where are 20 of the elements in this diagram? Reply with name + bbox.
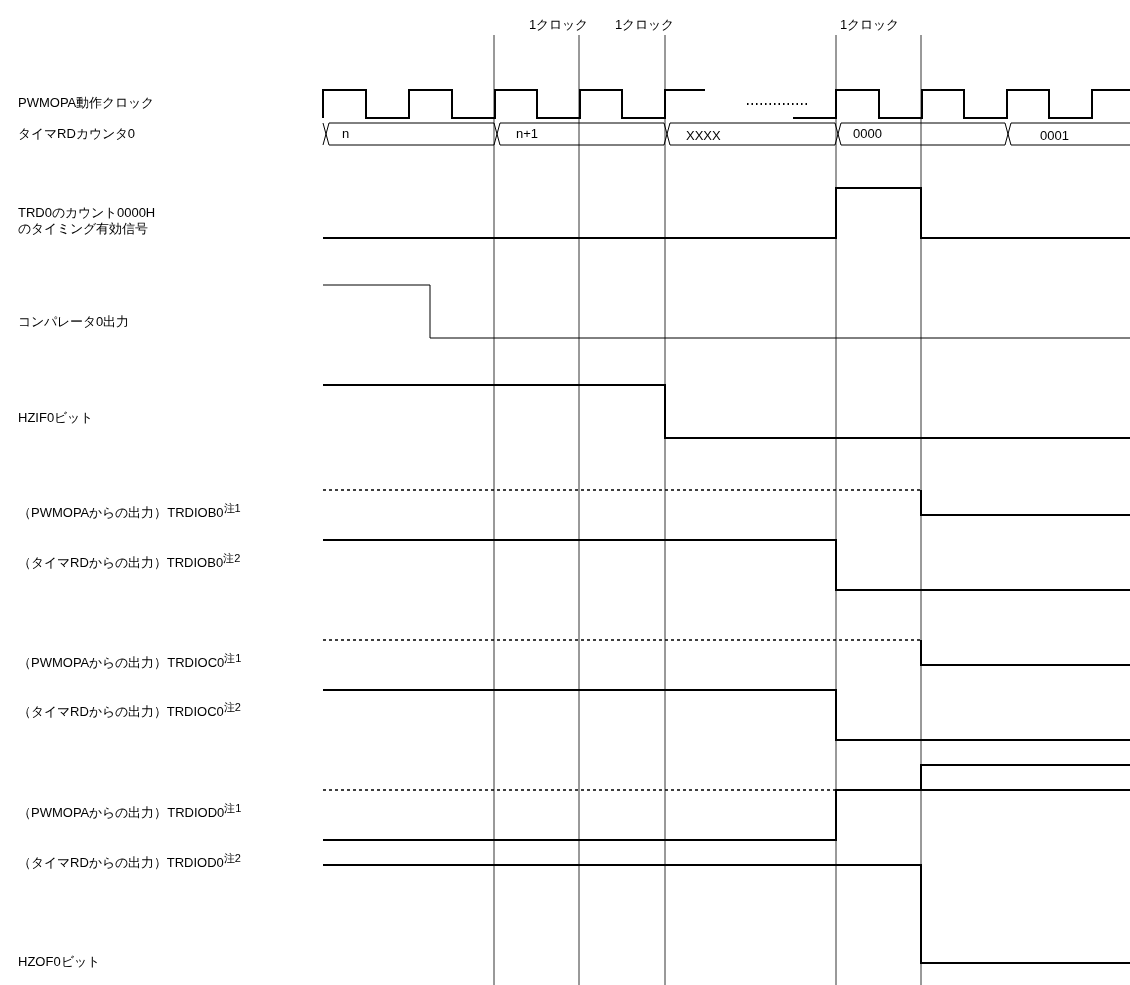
signal-label: （タイマRDからの出力）TRDIOC0$^{注2}$ bbox=[18, 704, 241, 720]
signal-label: （PWMOPAからの出力）TRDIOD0$^{注1}$ bbox=[18, 805, 242, 821]
signal-label: （PWMOPAからの出力）TRDIOC0$^{注1}$ bbox=[18, 655, 242, 671]
bus-value: 0000 bbox=[853, 126, 882, 142]
signal-label: HZOF0ビット bbox=[18, 954, 100, 970]
signal-label: タイマRDカウンタ0 bbox=[18, 126, 135, 142]
bus-value: n bbox=[342, 126, 350, 142]
clock-period-label: 1クロック bbox=[529, 17, 589, 33]
clock-period-label: 1クロック bbox=[840, 17, 900, 33]
clock-period-label: 1クロック bbox=[615, 17, 675, 33]
signal-label: （PWMOPAからの出力）TRDIOB0$^{注1}$ bbox=[18, 505, 241, 521]
signal-label: （タイマRDからの出力）TRDIOB0$^{注2}$ bbox=[18, 555, 241, 571]
signal-label: TRD0のカウント0000Hのタイミング有効信号 bbox=[18, 205, 157, 237]
signal-label: PWMOPA動作クロック bbox=[18, 95, 155, 111]
signal-label: コンパレータ0出力 bbox=[18, 314, 130, 330]
bus-value: n+1 bbox=[516, 126, 539, 142]
signal-label: （タイマRDからの出力）TRDIOD0$^{注2}$ bbox=[18, 855, 241, 871]
bus-value: 0001 bbox=[1040, 128, 1069, 144]
signal-label: HZIF0ビット bbox=[18, 410, 94, 426]
bus-value: XXXX bbox=[686, 128, 721, 144]
